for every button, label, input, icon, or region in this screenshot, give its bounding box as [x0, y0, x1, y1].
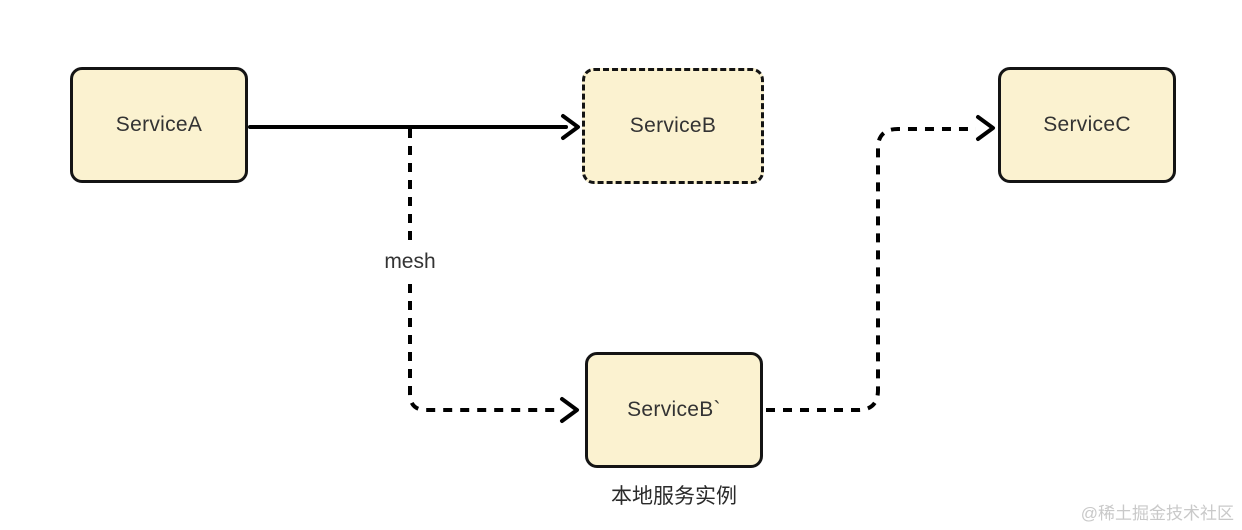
arrowhead-serviceC [976, 115, 995, 141]
node-serviceA-label: ServiceA [115, 113, 203, 136]
edge-serviceB-local-to-serviceC [766, 127, 976, 412]
edge-mesh-to-serviceB-local [408, 129, 560, 412]
arrowhead-serviceB-local [560, 397, 579, 423]
edge-serviceA-to-serviceB [248, 114, 580, 140]
node-serviceC: ServiceC [998, 67, 1176, 183]
serviceB-local-caption: 本地服务实例 [611, 485, 737, 508]
arrowhead-serviceB [561, 114, 580, 140]
node-serviceB-label: ServiceB [629, 114, 717, 137]
node-serviceA: ServiceA [70, 67, 248, 183]
node-serviceB-local: ServiceB` [585, 352, 763, 468]
node-serviceC-label: ServiceC [1043, 113, 1131, 136]
mesh-edge-label: mesh [368, 250, 452, 274]
node-serviceB: ServiceB [582, 68, 764, 184]
watermark-text: @稀土掘金技术社区 [1080, 504, 1234, 523]
node-serviceB-local-label: ServiceB` [627, 398, 721, 421]
